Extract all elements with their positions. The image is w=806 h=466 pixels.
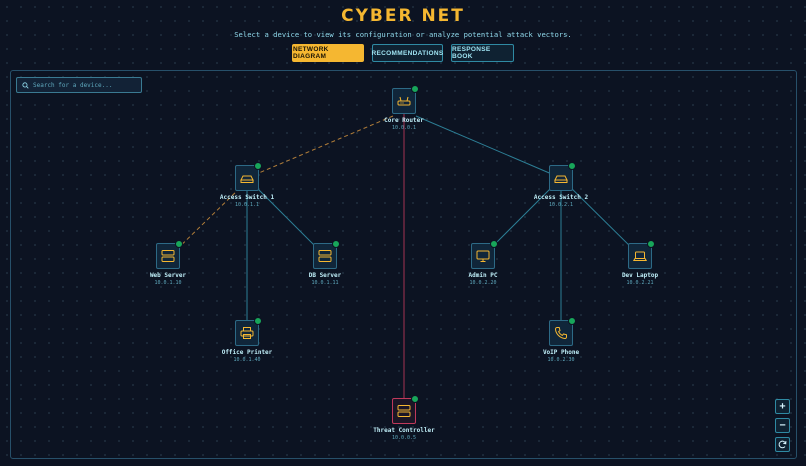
device-db-server[interactable]: DB Server 10.0.1.11 (265, 240, 385, 286)
server-icon (318, 250, 332, 262)
device-ip: 10.0.0.1 (391, 125, 417, 131)
device-voip-phone[interactable]: VoIP Phone 10.0.2.30 (501, 317, 621, 363)
tab-network-diagram[interactable]: NETWORK DIAGRAM (292, 44, 364, 62)
status-online-dot (254, 162, 262, 170)
device-ip: 10.0.1.40 (233, 357, 261, 363)
device-ip: 10.0.1.10 (154, 280, 182, 286)
device-name: Admin PC (468, 272, 498, 279)
device-ip: 10.0.1.11 (311, 280, 339, 286)
app-subtitle: Select a device to view its configuratio… (234, 30, 572, 39)
device-name: Access Switch 2 (533, 194, 589, 201)
status-online-dot (175, 240, 183, 248)
zoom-out-button[interactable]: − (775, 418, 790, 433)
link-switch1-web (169, 187, 241, 257)
device-node (235, 317, 262, 346)
status-online-dot (568, 162, 576, 170)
tab-recommendations[interactable]: RECOMMENDATIONS (372, 44, 443, 62)
device-node (156, 240, 183, 269)
device-name: Web Server (149, 272, 187, 279)
device-node (549, 162, 576, 191)
device-ip: 10.0.2.1 (548, 202, 574, 208)
device-node (549, 317, 576, 346)
view-tabs: NETWORK DIAGRAM RECOMMENDATIONS RESPONSE… (0, 44, 806, 62)
device-dev-laptop[interactable]: Dev Laptop 10.0.2.21 (580, 240, 700, 286)
device-office-printer[interactable]: Office Printer 10.0.1.40 (187, 317, 307, 363)
link-router-switch1 (246, 115, 394, 179)
device-name: VoIP Phone (542, 349, 580, 356)
status-online-dot (568, 317, 576, 325)
device-ip: 10.0.2.30 (547, 357, 575, 363)
refresh-icon (778, 440, 787, 449)
device-search[interactable] (16, 77, 142, 93)
server-icon (397, 405, 411, 417)
device-name: Access Switch 1 (219, 194, 275, 201)
device-web-server[interactable]: Web Server 10.0.1.10 (108, 240, 228, 286)
device-name: Office Printer (221, 349, 273, 356)
device-ip: 10.0.2.20 (469, 280, 497, 286)
status-online-dot (411, 85, 419, 93)
device-node (235, 162, 262, 191)
device-ip: 10.0.1.1 (234, 202, 260, 208)
device-ip: 10.0.0.5 (391, 435, 417, 441)
link-switch1-db (246, 177, 326, 257)
device-node (392, 85, 419, 114)
device-node (392, 395, 419, 424)
search-icon (22, 81, 29, 89)
device-name: DB Server (308, 272, 342, 279)
switch-icon (240, 175, 254, 183)
zoom-in-button[interactable]: + (775, 399, 790, 414)
laptop-icon (633, 251, 647, 261)
server-icon (161, 250, 175, 262)
device-name: Core Router (384, 117, 424, 124)
device-node (628, 240, 655, 269)
device-access-switch-1[interactable]: Access Switch 1 10.0.1.1 (187, 162, 307, 208)
device-ip: 10.0.2.21 (626, 280, 654, 286)
link-router-switch2 (415, 115, 562, 179)
search-input[interactable] (33, 81, 133, 89)
printer-icon (240, 327, 254, 339)
router-icon (397, 96, 411, 106)
device-name: Dev Laptop (621, 272, 659, 279)
tab-response-book[interactable]: RESPONSE BOOK (451, 44, 514, 62)
device-threat-controller[interactable]: Threat Controller 10.0.0.5 (344, 395, 464, 441)
status-online-dot (411, 395, 419, 403)
status-online-dot (254, 317, 262, 325)
device-node (313, 240, 340, 269)
device-access-switch-2[interactable]: Access Switch 2 10.0.2.1 (501, 162, 621, 208)
phone-icon (554, 327, 567, 340)
app-title: CYBER NET (341, 6, 465, 26)
status-online-dot (490, 240, 498, 248)
status-online-dot (647, 240, 655, 248)
link-switch2-laptop (560, 177, 641, 257)
network-diagram-panel (10, 70, 797, 459)
device-name: Threat Controller (373, 427, 435, 434)
device-core-router[interactable]: Core Router 10.0.0.1 (344, 85, 464, 131)
monitor-icon (476, 250, 490, 262)
switch-icon (554, 175, 568, 183)
reset-view-button[interactable] (775, 437, 790, 452)
device-admin-pc[interactable]: Admin PC 10.0.2.20 (423, 240, 543, 286)
device-node (471, 240, 498, 269)
status-online-dot (332, 240, 340, 248)
